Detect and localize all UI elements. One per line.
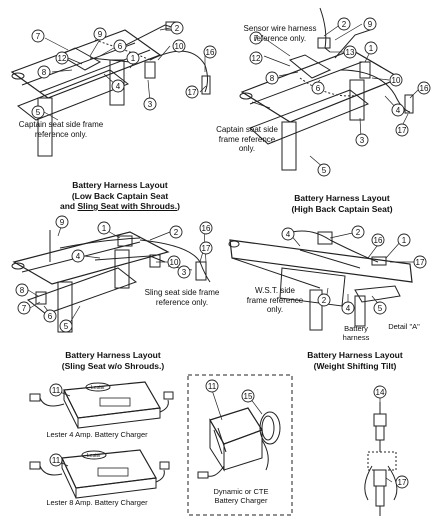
callout-11: 11	[208, 382, 217, 391]
dynamic-charger-caption: Dynamic or CTE Battery Charger	[196, 487, 286, 505]
callout-17: 17	[398, 126, 407, 135]
high-back-title-line1: Battery Harness Layout	[294, 193, 390, 203]
lester4-caption: Lester 4 Amp. Battery Charger	[46, 430, 148, 439]
wst-layout-title: Battery Harness Layout (Weight Shifting …	[280, 350, 430, 371]
callout-2: 2	[175, 24, 180, 33]
callout-5: 5	[64, 322, 69, 331]
high-back-layout-title: Battery Harness Layout (High Back Captai…	[262, 193, 422, 214]
callout-4: 4	[346, 304, 351, 313]
lester8-brand-mark: Lester	[87, 453, 101, 459]
sling-title-line1: Battery Harness Layout	[65, 350, 161, 360]
callout-8: 8	[42, 68, 47, 77]
callout-3: 3	[360, 136, 365, 145]
callout-11: 11	[52, 456, 61, 465]
low-back-title-prefix: (Low Back Captain Seat	[71, 190, 169, 201]
callout-10: 10	[392, 76, 401, 85]
lester-8amp-charger-drawing	[29, 449, 170, 499]
callout-7: 7	[22, 304, 27, 313]
callout-7: 7	[254, 34, 259, 43]
callout-1: 1	[369, 44, 374, 53]
callout-8: 8	[270, 74, 275, 83]
frame-high-back-captain-seat	[239, 7, 414, 171]
callout-13: 13	[346, 48, 355, 57]
callout-9: 9	[98, 30, 103, 39]
callout-10: 10	[170, 258, 179, 267]
callout-4: 4	[76, 252, 81, 261]
callout-6: 6	[48, 312, 53, 321]
low-back-title-suffix: )	[177, 201, 180, 211]
frame-sling-seat-no-shrouds	[11, 230, 211, 333]
dynamic-charger-inset-border	[187, 374, 293, 516]
low-back-title-line1: Battery Harness Layout	[72, 180, 168, 190]
high-back-frame-note: Captain seat side frame reference only.	[216, 125, 278, 153]
wst-frame-note: W.S.T. side frame reference only.	[246, 286, 304, 314]
lester8-caption: Lester 8 Amp. Battery Charger	[46, 498, 148, 507]
callout-1: 1	[102, 224, 107, 233]
callout-17: 17	[202, 244, 211, 253]
callout-3: 3	[182, 268, 187, 277]
low-back-layout-title: Battery Harness Layout (Low Back Captain…	[30, 180, 210, 212]
connector-harness-detail-drawing	[364, 402, 398, 516]
callout-2: 2	[174, 228, 179, 237]
callout-5: 5	[36, 108, 41, 117]
callout-9: 9	[368, 20, 373, 29]
callout-4: 4	[286, 230, 291, 239]
sling-title-line2: (Sling Seat w/o Shrouds.)	[61, 360, 165, 371]
callout-4: 4	[396, 106, 401, 115]
dynamic-charger-drawing	[197, 407, 281, 479]
callout-4: 4	[116, 82, 121, 91]
callout-10: 10	[175, 42, 184, 51]
callout-circles	[15, 17, 431, 489]
frame-weight-shifting-tilt	[228, 230, 413, 331]
callout-17: 17	[188, 88, 197, 97]
callout-16: 16	[206, 48, 215, 57]
callout-1: 1	[131, 54, 136, 63]
callout-11: 11	[52, 386, 61, 395]
callout-17: 17	[416, 258, 425, 267]
low-back-title-and: and	[60, 201, 76, 211]
callout-2: 2	[356, 228, 361, 237]
callout-16: 16	[374, 236, 383, 245]
lester-4amp-charger-drawing	[29, 381, 174, 429]
lester4-brand-mark: Lester	[91, 385, 105, 391]
callout-5: 5	[322, 166, 327, 175]
battery-harness-label: Battery harness	[342, 324, 370, 342]
charger-brand-marks: Lester Lester	[87, 385, 105, 459]
dynamic-caption-line2: Battery Charger	[214, 496, 268, 505]
callout-numbers: 7 9 1 2 10 6 12 8 4 3 16 17 5 7 12 8 6 2…	[20, 20, 429, 487]
callout-2: 2	[322, 296, 327, 305]
dynamic-caption-line1: Dynamic or CTE	[213, 487, 269, 496]
callout-14: 14	[376, 388, 385, 397]
detail-a-label: Detail "A"	[388, 322, 420, 331]
callout-8: 8	[20, 286, 25, 295]
high-back-title-line2: (High Back Captain Seat)	[291, 203, 393, 214]
callout-3: 3	[148, 100, 153, 109]
callout-15: 15	[244, 392, 253, 401]
callout-12: 12	[252, 54, 261, 63]
wst-title-line1: Battery Harness Layout	[307, 350, 403, 360]
sling-frame-note: Sling seat side frame reference only.	[144, 288, 220, 307]
callout-6: 6	[316, 84, 321, 93]
callout-7: 7	[36, 32, 41, 41]
callout-9: 9	[60, 218, 65, 227]
wst-title-line2: (Weight Shifting Tilt)	[313, 360, 397, 371]
low-back-title-underlined: Sling Seat with Shrouds.	[77, 201, 178, 211]
leader-lines	[27, 21, 419, 483]
callout-5: 5	[378, 304, 383, 313]
low-back-frame-note: Captain seat side frame reference only.	[18, 120, 104, 139]
callout-12: 12	[58, 54, 67, 63]
sensor-wire-harness-note: Sensor wire harness reference only.	[243, 24, 317, 43]
callout-2: 2	[342, 20, 347, 29]
callout-1: 1	[402, 236, 407, 245]
callout-6: 6	[118, 42, 123, 51]
callout-16: 16	[202, 224, 211, 233]
callout-17: 17	[398, 478, 407, 487]
callout-16: 16	[420, 84, 429, 93]
sling-layout-title: Battery Harness Layout (Sling Seat w/o S…	[38, 350, 188, 371]
